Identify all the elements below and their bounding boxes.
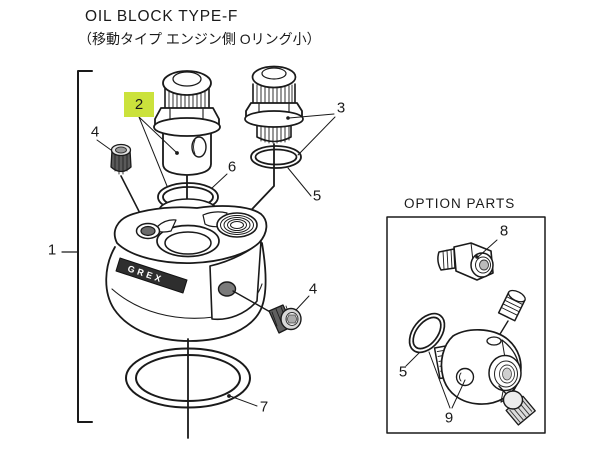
callout-3: 3 [336,99,346,117]
page-subtitle: （移動タイプ エンジン側 Oリング小） [78,31,321,47]
leader-lines [96,113,498,409]
callout-5-option: 5 [398,363,408,381]
callout-6: 6 [227,158,237,176]
callout-7: 7 [259,398,269,416]
oil-block-body: GREX [105,198,273,342]
adapter-part8 [437,242,494,281]
bracket-part1 [61,70,93,423]
sensor-block-part9 [433,289,536,426]
callout-2-highlighted: 2 [124,92,154,117]
callout-9: 9 [444,409,454,427]
callout-4-right: 4 [308,280,318,298]
o-ring-part5-main [250,145,302,169]
fitting-part2 [153,70,221,249]
option-parts-box [386,216,546,434]
logo-band [115,257,188,294]
callout-8: 8 [499,222,509,240]
page-title: OIL BLOCK TYPE-F [85,8,239,25]
callout-5: 5 [312,187,322,205]
o-ring-part7 [125,338,251,439]
option-parts-title: OPTION PARTS [404,196,516,211]
plug-part4-left [110,143,149,230]
o-ring-part5-option [408,312,446,354]
callout-1: 1 [47,241,57,259]
callout-4-left: 4 [90,123,100,141]
fitting-part3 [236,65,304,226]
plug-part4-right [268,304,302,334]
